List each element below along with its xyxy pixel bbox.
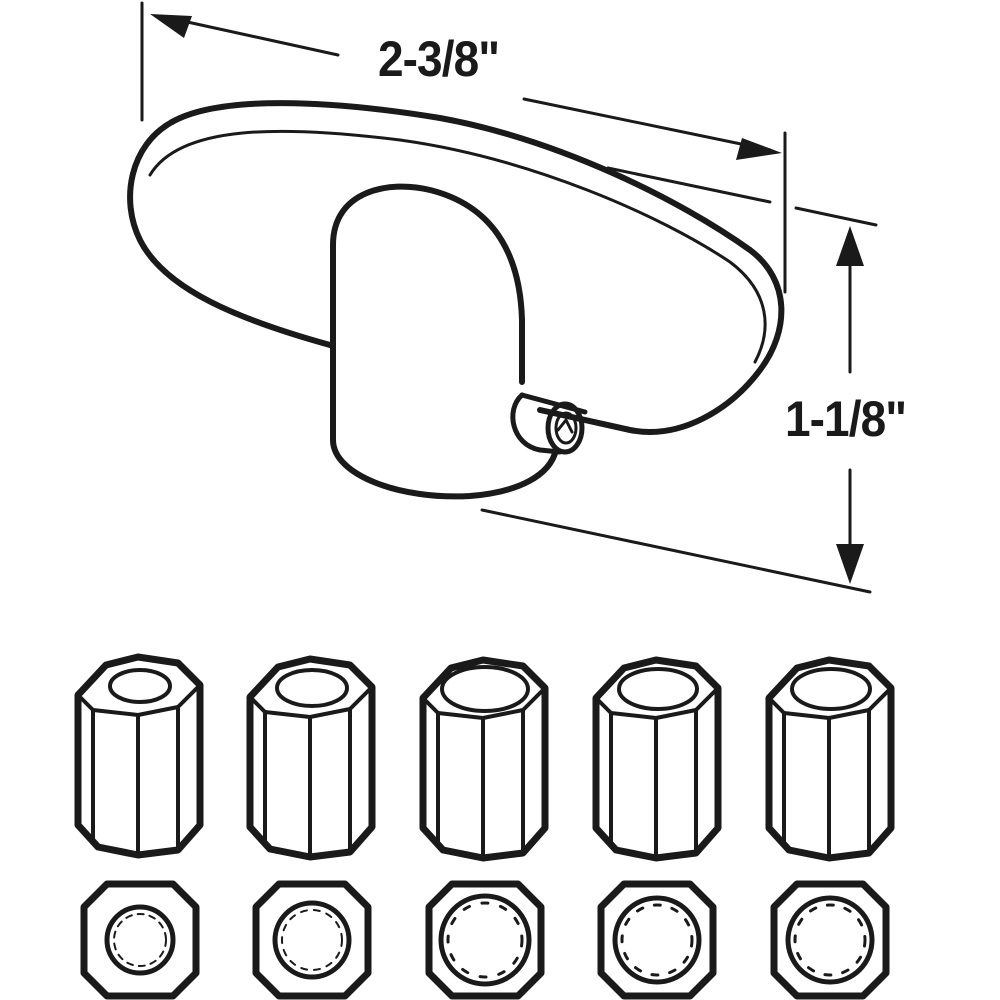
extension-line-bottom: [480, 508, 872, 594]
handle-outline: [169, 100, 785, 435]
width-dimension-label: 2-3/8": [378, 31, 500, 87]
arrow-left-icon: [150, 14, 192, 38]
adapter-side-4: [592, 656, 722, 862]
height-dimension: [480, 166, 878, 594]
adapter-end-5: [770, 880, 890, 1000]
dimension-line-right: [522, 97, 772, 152]
handle-bevel: [148, 129, 767, 364]
adapter-side-3: [419, 656, 549, 862]
arrow-right-icon: [736, 138, 782, 160]
adapter-end-2: [252, 880, 372, 1000]
adapter-end-3: [425, 880, 545, 1000]
adapter-end-4: [597, 880, 717, 1000]
extension-line-top-inner: [606, 166, 772, 204]
handle-outline-left: [127, 119, 333, 348]
arrow-up-icon: [836, 226, 864, 266]
stem-outline: [330, 183, 525, 385]
stem-bottom: [330, 357, 559, 500]
adapter-end-1: [80, 880, 200, 1000]
adapter-side-5: [765, 656, 895, 862]
t-handle-knob: [127, 100, 785, 500]
dimension-line-left: [158, 14, 340, 57]
adapter-side-1: [74, 653, 204, 859]
set-screw-icon: [510, 392, 588, 455]
extension-line-top: [794, 206, 878, 227]
width-dimension: [140, 1, 787, 294]
height-dimension-label: 1-1/8": [785, 391, 907, 447]
arrow-down-icon: [836, 544, 864, 584]
adapter-side-2: [246, 655, 376, 861]
